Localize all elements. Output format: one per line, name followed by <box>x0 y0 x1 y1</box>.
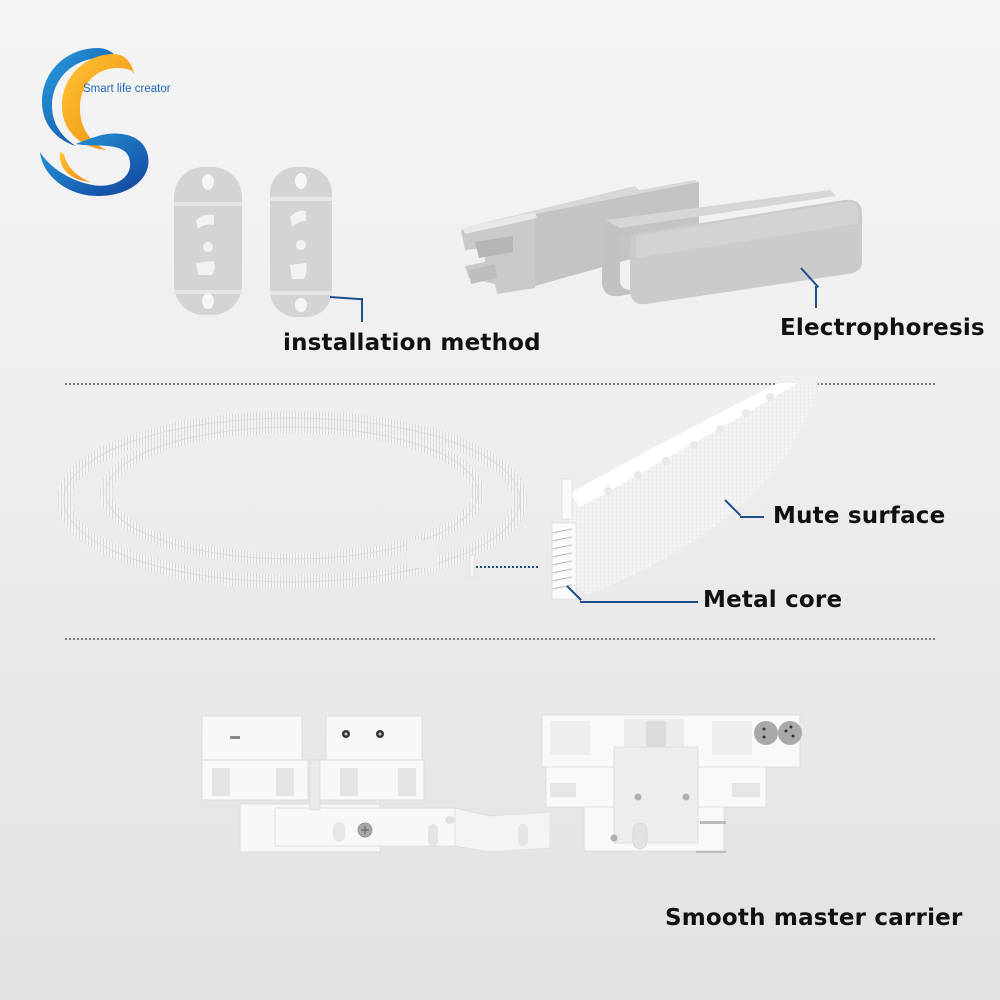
mounting-bracket-left <box>172 165 244 317</box>
brand-logo: Smart life creator <box>36 44 176 199</box>
leader-line-metal-horizontal <box>580 601 698 603</box>
mounting-bracket-right <box>268 165 334 317</box>
master-carrier-right-unit <box>540 713 805 853</box>
leader-dotted-belt <box>476 566 538 568</box>
leader-line-electrophoresis-vertical <box>815 286 817 308</box>
leader-line-installation-vertical <box>361 298 363 322</box>
label-electrophoresis: Electrophoresis <box>780 315 985 341</box>
leader-line-installation <box>329 296 362 301</box>
section-divider <box>65 383 935 385</box>
label-smooth-master-carrier: Smooth master carrier <box>665 905 963 931</box>
toothed-belt-coil <box>52 405 532 595</box>
brand-tagline: Smart life creator <box>83 83 171 95</box>
sc-logo-icon <box>40 48 149 196</box>
aluminum-track-profile-front <box>600 188 865 308</box>
belt-cross-section <box>548 383 828 608</box>
master-carrier-left-unit <box>200 712 550 857</box>
section-divider <box>65 638 935 640</box>
label-metal-core: Metal core <box>703 587 843 613</box>
label-mute-surface: Mute surface <box>773 503 946 529</box>
leader-line-mute-horizontal <box>740 516 764 518</box>
label-installation-method: installation method <box>283 330 541 356</box>
